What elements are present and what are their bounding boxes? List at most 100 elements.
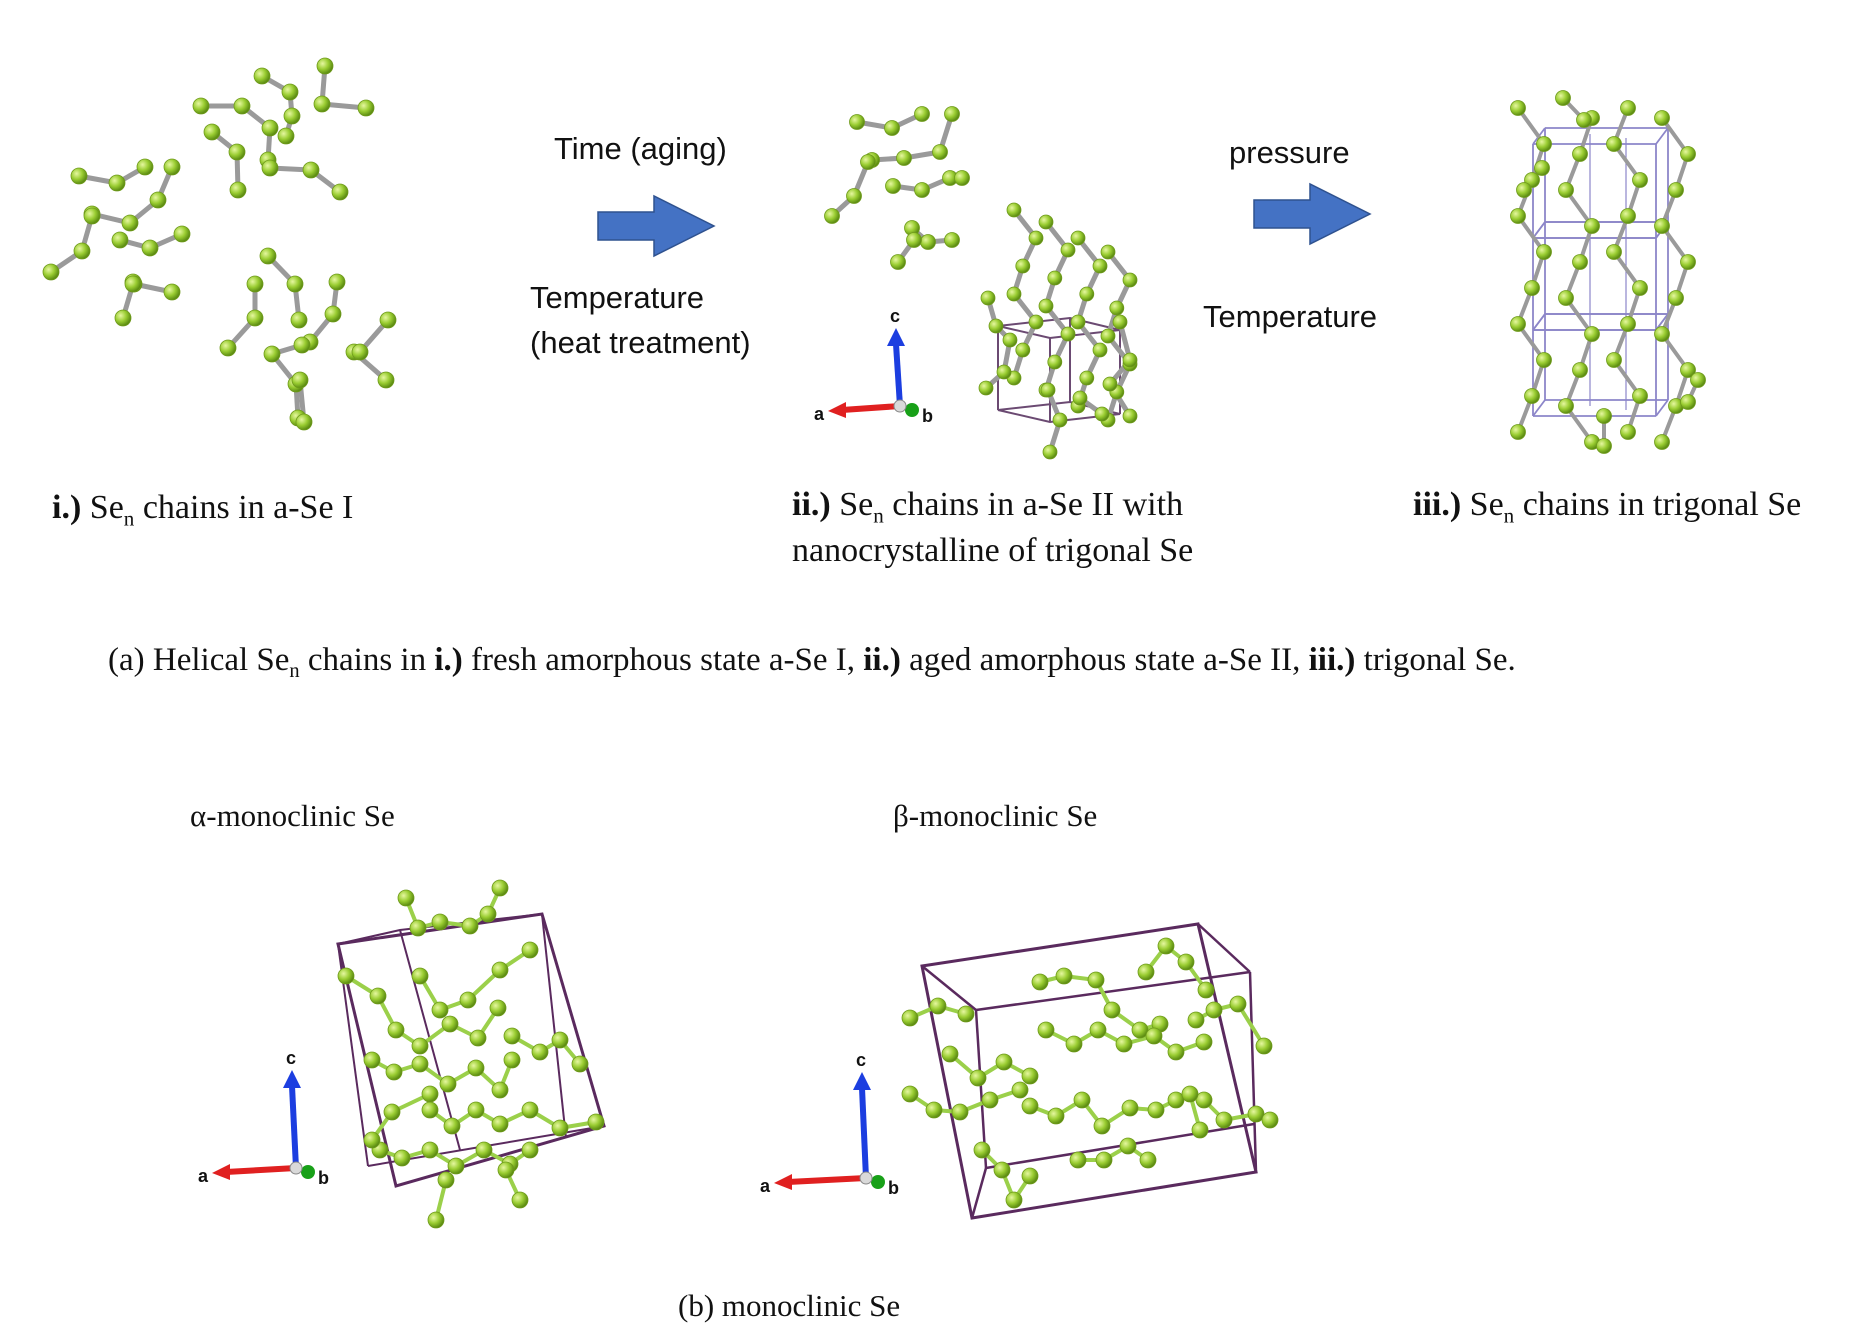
caption-a-t1: fresh amorphous state a-Se I, [462, 642, 864, 678]
axis-a-label: a [198, 1166, 209, 1186]
se-atom [1536, 352, 1552, 368]
se-atom [1060, 242, 1076, 258]
se-atom [1070, 230, 1086, 246]
se-atom [1087, 971, 1105, 989]
se-atom [427, 1211, 445, 1229]
se-atom [437, 1171, 455, 1189]
se-atom [849, 114, 865, 130]
se-atom [1038, 298, 1054, 314]
se-atom [421, 1141, 439, 1159]
caption-a-b1: i.) [434, 642, 463, 678]
se-atom [1006, 202, 1022, 218]
se-atom [397, 889, 415, 907]
unit-cell-trigonal-edge [1532, 221, 1546, 239]
se-atom [1606, 244, 1622, 260]
se-atom [1510, 316, 1526, 332]
axis-c-label: c [890, 306, 900, 326]
se-atom [1255, 1037, 1273, 1055]
se-atom [1167, 1091, 1185, 1109]
se-atom [1095, 1151, 1113, 1169]
label-ii-num: ii.) [792, 486, 831, 523]
se-atom [70, 167, 88, 185]
se-atom [111, 231, 129, 249]
se-atom [1606, 136, 1622, 152]
se-atom [411, 1037, 429, 1055]
se-atom [1195, 1091, 1213, 1109]
se-atom [914, 182, 930, 198]
se-atom [291, 371, 309, 389]
se-atom [1197, 981, 1215, 999]
se-atom [1558, 290, 1574, 306]
se-atom [978, 380, 994, 396]
se-atom [302, 161, 320, 179]
se-atom [1038, 214, 1054, 230]
se-atom [1021, 1097, 1039, 1115]
se-atom [363, 1051, 381, 1069]
se-atom [261, 119, 279, 137]
caption-a-b2: ii.) [863, 642, 901, 678]
label-ii-post: chains in a-Se II with [883, 486, 1184, 523]
se-atom [980, 290, 996, 306]
se-atom [969, 1069, 987, 1087]
alpha-title: α-monoclinic Se [190, 798, 395, 833]
se-atom [996, 364, 1012, 380]
se-atom [1094, 406, 1110, 422]
se-atom [1065, 1035, 1083, 1053]
beta-cell-edge [974, 1009, 988, 1169]
se-atom [337, 967, 355, 985]
se-atom [1002, 332, 1018, 348]
se-atom [263, 345, 281, 363]
se-atom [1584, 326, 1600, 342]
axis-a-label: a [814, 404, 825, 424]
se-atom [1031, 973, 1049, 991]
se-atom [1092, 258, 1108, 274]
se-atom [411, 1055, 429, 1073]
se-atom [503, 1051, 521, 1069]
caption-b: (b) monoclinic Se [678, 1288, 901, 1323]
se-atom [925, 1101, 943, 1119]
se-atom [491, 1081, 509, 1099]
label-iii-pre: Se [1469, 486, 1504, 523]
se-atom [1596, 438, 1612, 454]
beta-cell-edge [970, 1167, 988, 1219]
axis-c-arrow [859, 1087, 869, 1179]
se-atom [1195, 1033, 1213, 1051]
se-atom [379, 311, 397, 329]
se-atom [1536, 244, 1552, 260]
se-atom [228, 143, 246, 161]
axis-a-arrow [787, 1175, 867, 1185]
se-atom [1654, 326, 1670, 342]
se-atom [957, 1005, 975, 1023]
se-atom [219, 339, 237, 357]
process-arrow-icon [1253, 182, 1372, 246]
label-iii-sub: n [1503, 503, 1515, 528]
axis-a-head [212, 1164, 230, 1180]
se-atom [316, 57, 334, 75]
caption-a: (a) Helical Sen chains in i.) fresh amor… [108, 642, 1516, 681]
se-atom [1181, 1085, 1199, 1103]
se-atom [914, 106, 930, 122]
label-i-post: chains in a-Se I [134, 489, 354, 526]
arrow1-bottom-line2: (heat treatment) [530, 324, 751, 360]
se-atom [447, 1157, 465, 1175]
se-atom [163, 283, 181, 301]
label-i-pre: Se [89, 489, 124, 526]
se-atom [467, 1101, 485, 1119]
se-atom [136, 158, 154, 176]
se-atom [1572, 362, 1588, 378]
se-atom [1100, 244, 1116, 260]
se-atom [421, 1085, 439, 1103]
se-atom [993, 1161, 1011, 1179]
se-atom [1680, 394, 1696, 410]
axis-b-dot [871, 1175, 885, 1189]
se-atom [83, 207, 101, 225]
se-atom [1620, 316, 1636, 332]
caption-a-b3: iii.) [1308, 642, 1356, 678]
unit-cell-trigonal-edge [1532, 399, 1546, 417]
axis-c-head [853, 1072, 871, 1090]
se-atom [1115, 1035, 1133, 1053]
se-atom [1247, 1105, 1265, 1123]
se-atom [1122, 272, 1138, 288]
